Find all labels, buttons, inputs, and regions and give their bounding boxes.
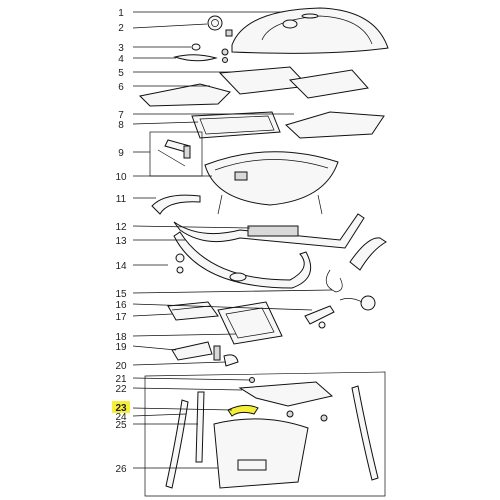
part-label-15: 15 (115, 289, 127, 300)
part-label-18: 18 (115, 332, 127, 343)
clip-part-23[interactable] (227, 404, 259, 417)
leader-line-19 (132, 345, 177, 351)
leader-line-23 (132, 407, 233, 411)
right-handle-part[interactable] (175, 237, 387, 274)
left-side-table-part[interactable] (138, 83, 231, 107)
highlight-marker (112, 401, 130, 413)
part-label-10: 10 (115, 172, 127, 183)
catch-pan-part[interactable] (167, 301, 219, 321)
part-label-6: 6 (118, 82, 124, 93)
part-label-17: 17 (115, 312, 127, 323)
leader-line-12 (132, 225, 251, 229)
part-label-23: 23 (115, 403, 127, 414)
part-label-11: 11 (116, 194, 127, 205)
leader-line-15 (132, 289, 333, 294)
part-label-5: 5 (118, 68, 124, 79)
lid-part[interactable] (231, 7, 389, 54)
left-handle-part[interactable] (151, 194, 201, 215)
part-label-16: 16 (115, 300, 127, 311)
cart-panel-part[interactable] (213, 418, 309, 489)
leader-line-20 (132, 361, 227, 366)
shelf-part[interactable] (238, 377, 334, 422)
frame-part[interactable] (191, 111, 385, 139)
part-label-1: 1 (118, 8, 124, 19)
thermometer-part[interactable] (207, 15, 233, 37)
part-label-21: 21 (115, 374, 127, 385)
part-label-12: 12 (115, 222, 127, 233)
leader-line-18 (132, 333, 237, 337)
regulator-hose-part[interactable] (304, 269, 376, 329)
leader-line-16 (132, 303, 313, 311)
part-label-13: 13 (115, 236, 127, 247)
part-label-3: 3 (118, 43, 124, 54)
leader-line-17 (132, 313, 173, 317)
part-label-22: 22 (115, 384, 127, 395)
leader-line-24 (132, 413, 187, 417)
part-label-25: 25 (115, 420, 127, 431)
part-label-2: 2 (118, 23, 124, 34)
part-labels: 1 2 3 4 5 6 7 8 9 10 11 12 13 14 15 16 1 (115, 8, 333, 475)
part-label-26: 26 (115, 464, 127, 475)
leader-line-21 (132, 377, 251, 381)
part-label-20: 20 (115, 361, 127, 372)
part-label-19: 19 (115, 342, 127, 353)
drip-tray-part[interactable] (217, 301, 283, 345)
part-label-14: 14 (115, 261, 127, 272)
part-label-7: 7 (118, 110, 124, 121)
leader-line-8 (132, 121, 199, 125)
part-label-4: 4 (118, 54, 124, 65)
burner-parts[interactable] (149, 131, 203, 177)
leader-line-22 (132, 387, 243, 391)
part-label-8: 8 (118, 120, 124, 131)
leader-line-2 (132, 23, 208, 29)
cooking-grates-part[interactable] (218, 66, 369, 99)
part-label-9: 9 (118, 148, 124, 159)
bracket-part[interactable] (171, 341, 239, 367)
cart-frame-part[interactable] (144, 371, 386, 497)
handle-part[interactable] (173, 43, 229, 63)
stand-frame-part[interactable] (173, 213, 365, 289)
part-label-24: 24 (115, 412, 127, 423)
cookbox-part[interactable] (204, 151, 339, 215)
